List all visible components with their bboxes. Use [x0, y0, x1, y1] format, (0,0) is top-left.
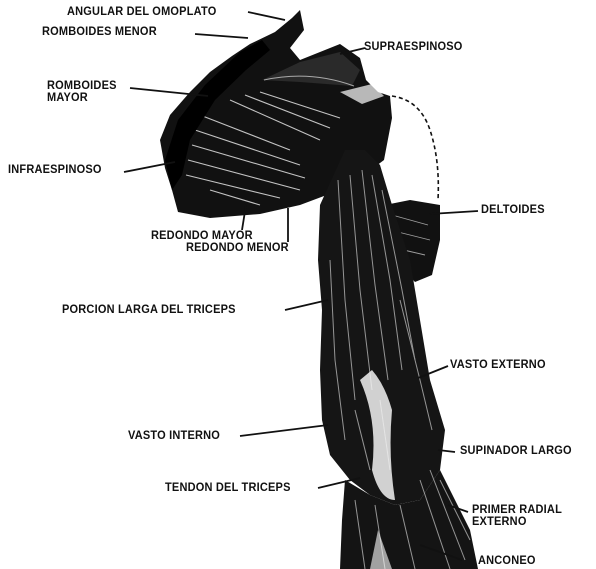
leader-vasto-interno: [240, 425, 328, 436]
label-romboides-mayor-line1: ROMBOIDES: [47, 81, 117, 93]
label-anconeo: ANCONEO: [478, 556, 536, 568]
label-romboides-menor: ROMBOIDES MENOR: [42, 27, 157, 39]
label-romboides-mayor-line2: MAYOR: [47, 93, 88, 105]
label-redondo-menor: REDONDO MENOR: [186, 243, 289, 255]
leader-porcion-larga: [285, 300, 328, 310]
label-infraespinoso: INFRAESPINOSO: [8, 165, 102, 177]
label-vasto-interno: VASTO INTERNO: [128, 431, 220, 443]
label-porcion-larga-del-triceps: PORCION LARGA DEL TRICEPS: [62, 305, 236, 317]
label-vasto-externo: VASTO EXTERNO: [450, 360, 546, 372]
label-angular-del-omoplato: ANGULAR DEL OMOPLATO: [67, 7, 216, 19]
deltoid-dashed-outline: [392, 96, 438, 200]
label-supinador-largo: SUPINADOR LARGO: [460, 446, 572, 458]
label-redondo-mayor: REDONDO MAYOR: [151, 231, 253, 243]
label-supraespinoso: SUPRAESPINOSO: [364, 42, 463, 54]
label-deltoides: DELTOIDES: [481, 205, 545, 217]
leader-romboides-menor: [195, 34, 248, 38]
label-tendon-del-triceps: TENDON DEL TRICEPS: [165, 483, 291, 495]
leader-angular: [248, 12, 285, 20]
label-primer-radial-line1: PRIMER RADIAL: [472, 505, 562, 517]
label-primer-radial-line2: EXTERNO: [472, 517, 527, 529]
